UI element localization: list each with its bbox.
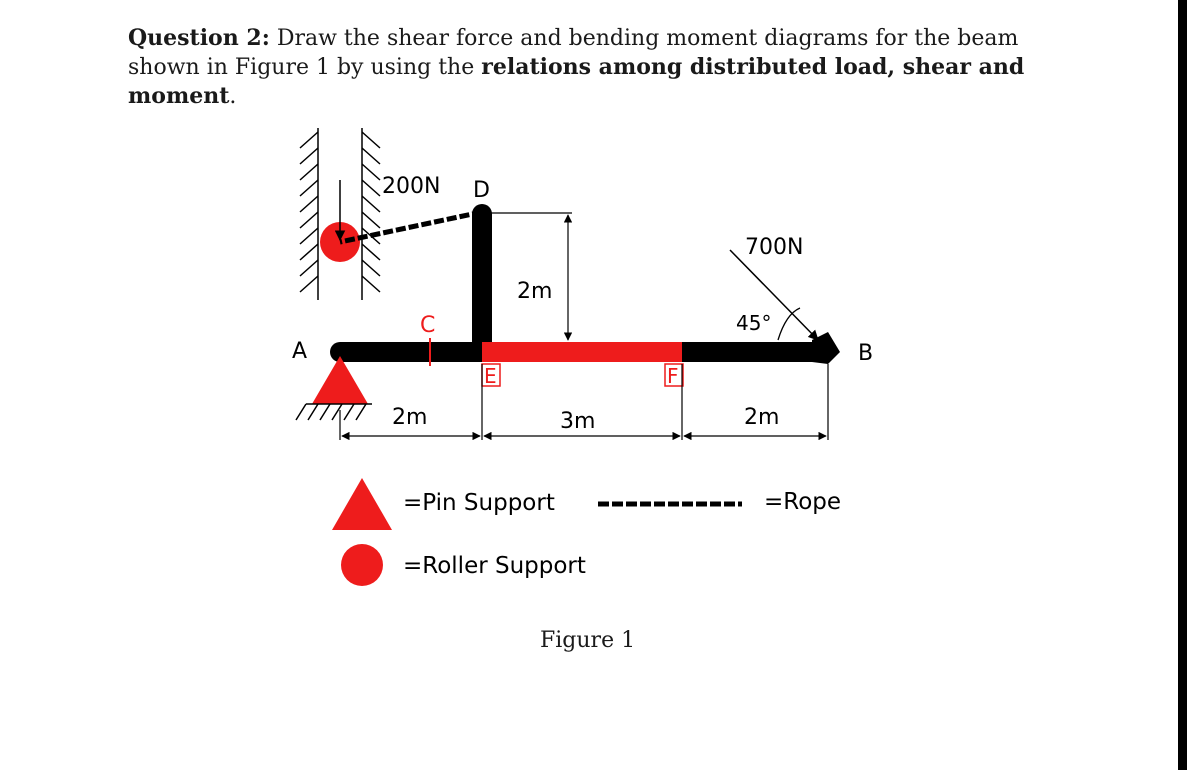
figure-caption: Figure 1 xyxy=(540,628,636,653)
dim-ae-label: 2m xyxy=(392,405,427,430)
legend-roller-icon xyxy=(341,544,383,586)
dim-ef-label: 3m xyxy=(560,409,595,434)
pin-support-icon xyxy=(312,356,368,404)
ground-hatch xyxy=(295,403,372,421)
question-emphasis: relations among distributed load, shear … xyxy=(128,54,1025,109)
scrollbar-edge xyxy=(1178,0,1187,770)
point-b-label: B xyxy=(858,341,873,366)
wall-right xyxy=(361,128,381,300)
dim-extension-lines xyxy=(339,364,829,440)
angle-label: 45° xyxy=(736,311,771,335)
force-700-arrow xyxy=(729,249,819,341)
force-700-label: 700N xyxy=(745,235,803,260)
wall-left xyxy=(299,128,319,300)
question-text: Question 2: Draw the shear force and ben… xyxy=(128,24,1088,111)
legend-pin-label: =Pin Support xyxy=(403,490,555,516)
point-c-label: C xyxy=(420,313,435,338)
angle-arc xyxy=(777,307,801,341)
legend-roller-label: =Roller Support xyxy=(403,553,586,579)
legend-pin-icon xyxy=(332,478,392,530)
point-f-label: F xyxy=(667,364,679,388)
point-a-label: A xyxy=(292,339,307,364)
point-e-label: E xyxy=(484,364,497,388)
dim-fb-label: 2m xyxy=(744,405,779,430)
dim-de-label: 2m xyxy=(517,279,552,304)
rope-line xyxy=(339,209,483,245)
question-body: Draw the shear force and bending moment … xyxy=(128,26,1019,80)
question-end: . xyxy=(229,84,237,109)
beam-end-b xyxy=(812,332,840,364)
beam-ef-segment xyxy=(482,342,682,362)
question-label: Question 2: xyxy=(128,25,270,51)
point-f-box xyxy=(664,363,684,387)
legend-rope-label: =Rope xyxy=(764,489,841,515)
point-d-label: D xyxy=(473,178,490,203)
force-200-label: 200N xyxy=(382,174,440,199)
